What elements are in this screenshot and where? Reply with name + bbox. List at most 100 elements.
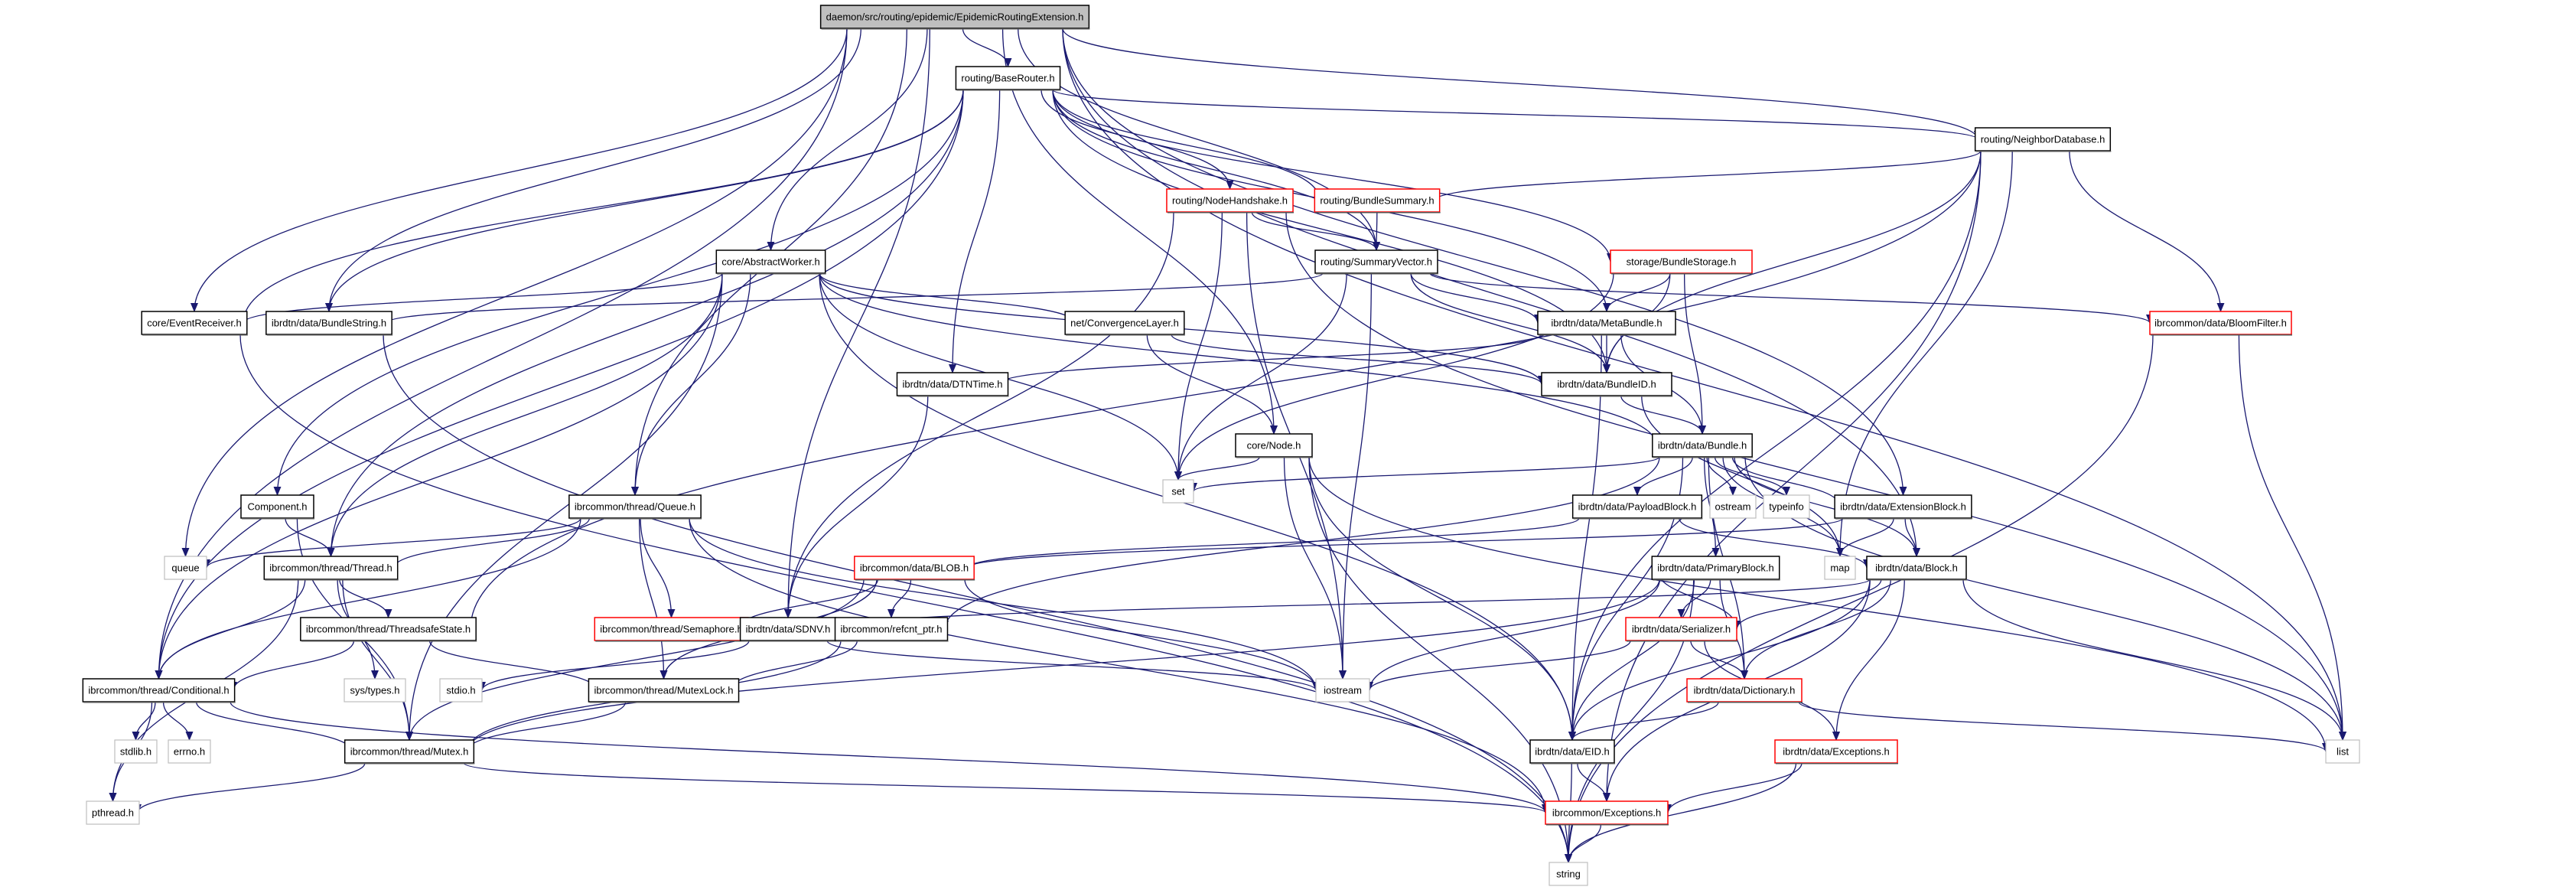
node-shadow — [142, 334, 248, 336]
edge-node-to-string — [1308, 456, 1572, 863]
node-shadow — [1316, 273, 1438, 275]
edge-bundlesummary-to-summaryvector — [1373, 211, 1381, 251]
edge-thread-to-conditional — [155, 579, 306, 680]
node-abstractworker[interactable]: core/AbstractWorker.h — [715, 249, 826, 275]
node-dtnexceptions[interactable]: ibrdtn/data/Exceptions.h — [1774, 739, 1898, 764]
edge-conditional-to-errno — [162, 701, 194, 741]
node-box — [344, 678, 406, 703]
node-eventreceiver[interactable]: core/EventReceiver.h — [141, 311, 248, 336]
node-payloadblock[interactable]: ibrdtn/data/PayloadBlock.h — [1571, 494, 1703, 520]
node-box — [854, 556, 975, 580]
edge-root-to-queue — [181, 28, 848, 557]
edge-root-to-node — [1001, 28, 1278, 435]
node-serializer[interactable]: ibrdtn/data/Serializer.h — [1625, 617, 1737, 642]
node-sdnv[interactable]: ibrdtn/data/SDNV.h — [739, 617, 837, 642]
edge-root-to-eventreceiver — [191, 28, 848, 312]
node-box — [82, 678, 236, 703]
node-label: ibrcommon/thread/Queue.h — [575, 501, 695, 513]
node-label: ibrcommon/data/BloomFilter.h — [2154, 318, 2287, 329]
edge-primaryblock-to-iostream — [1366, 579, 1661, 691]
node-shadow — [595, 641, 749, 642]
edge-bundle-to-refcnt — [941, 456, 1660, 630]
node-baserouter[interactable]: routing/BaseRouter.h — [955, 66, 1061, 91]
node-convergencelayer[interactable]: net/ConvergenceLayer.h — [1064, 311, 1185, 336]
node-map: map — [1824, 556, 1856, 580]
edge-abstractworker-to-convergencelayer — [819, 272, 1079, 324]
node-mutex[interactable]: ibrcommon/thread/Mutex.h — [344, 739, 475, 764]
node-box — [1541, 372, 1672, 396]
node-metabundle[interactable]: ibrdtn/data/MetaBundle.h — [1537, 311, 1676, 336]
node-label: ibrdtn/data/PrimaryBlock.h — [1657, 562, 1773, 574]
node-bundlesummary[interactable]: routing/BundleSummary.h — [1314, 188, 1441, 214]
node-bundlestorage[interactable]: storage/BundleStorage.h — [1610, 249, 1753, 275]
edge-summaryvector-to-metabundle — [1410, 272, 1542, 324]
node-bundlestring[interactable]: ibrdtn/data/BundleString.h — [265, 311, 393, 336]
edge-primaryblock-to-eid — [1568, 579, 1695, 741]
node-box — [1064, 311, 1185, 335]
edge-node-to-eid — [1308, 456, 1576, 741]
node-bundleid[interactable]: ibrdtn/data/BundleID.h — [1541, 372, 1672, 397]
edge-abstractworker-to-thread — [327, 272, 723, 557]
node-mutexlock[interactable]: ibrcommon/thread/MutexLock.h — [588, 678, 740, 703]
node-label: routing/SummaryVector.h — [1321, 256, 1432, 268]
node-shadow — [1627, 641, 1737, 642]
edge-root-to-baserouter — [962, 28, 1012, 67]
node-node[interactable]: core/Node.h — [1235, 433, 1313, 458]
node-bloomfilter[interactable]: ibrcommon/data/BloomFilter.h — [2149, 311, 2292, 336]
node-shadow — [1236, 457, 1313, 458]
node-dictionary[interactable]: ibrdtn/data/Dictionary.h — [1686, 678, 1803, 703]
node-label: set — [1171, 486, 1185, 497]
node-block[interactable]: ibrdtn/data/Block.h — [1866, 556, 1967, 581]
node-refcnt[interactable]: ibrcommon/refcnt_ptr.h — [834, 617, 949, 642]
node-bundle[interactable]: ibrdtn/data/Bundle.h — [1652, 433, 1754, 458]
node-label: ibrcommon/Exceptions.h — [1552, 807, 1661, 819]
edge-root-to-sdnv — [784, 28, 930, 618]
edge-abstractworker-to-eid — [819, 272, 1576, 741]
node-nodehandshake[interactable]: routing/NodeHandshake.h — [1166, 188, 1295, 214]
edge-root-to-conditional — [155, 28, 848, 680]
node-commonexceptions[interactable]: ibrcommon/Exceptions.h — [1545, 800, 1669, 826]
node-conditional[interactable]: ibrcommon/thread/Conditional.h — [82, 678, 236, 703]
node-component[interactable]: Component.h — [240, 494, 314, 520]
edge-bundleid-to-bundle — [1620, 395, 1706, 435]
node-blob[interactable]: ibrcommon/data/BLOB.h — [854, 556, 975, 581]
node-primaryblock[interactable]: ibrdtn/data/PrimaryBlock.h — [1651, 556, 1780, 581]
node-label: net/ConvergenceLayer.h — [1070, 318, 1179, 329]
node-label: ostream — [1715, 501, 1751, 513]
edge-queueh-to-commonexceptions — [689, 517, 1549, 813]
node-box — [1549, 862, 1588, 886]
node-box — [439, 678, 483, 703]
node-eid[interactable]: ibrdtn/data/EID.h — [1529, 739, 1615, 764]
edge-nodehandshake-to-list — [1285, 211, 2346, 741]
node-label: ibrdtn/data/EID.h — [1535, 746, 1610, 758]
node-thread[interactable]: ibrcommon/thread/Thread.h — [263, 556, 399, 581]
node-semaphore[interactable]: ibrcommon/thread/Semaphore.h — [594, 617, 749, 642]
edge-block-to-list — [1962, 579, 2346, 741]
edge-queueh-to-conditional — [155, 517, 581, 680]
node-box — [1162, 479, 1194, 504]
node-threadsafestate[interactable]: ibrcommon/thread/ThreadsafeState.h — [300, 617, 477, 642]
node-label: errno.h — [174, 746, 205, 758]
node-neighbordb[interactable]: routing/NeighborDatabase.h — [1974, 127, 2112, 152]
node-summaryvector[interactable]: routing/SummaryVector.h — [1314, 249, 1438, 275]
edge-payloadblock-to-block — [1679, 517, 1871, 569]
node-extensionblock[interactable]: ibrdtn/data/ExtensionBlock.h — [1834, 494, 1972, 520]
node-box — [715, 249, 826, 274]
edge-summaryvector-to-bundleid — [1410, 272, 1610, 373]
node-label: routing/NodeHandshake.h — [1172, 195, 1288, 207]
node-box — [1529, 739, 1615, 764]
node-dtntime[interactable]: ibrdtn/data/DTNTime.h — [896, 372, 1009, 397]
node-set: set — [1162, 479, 1194, 504]
node-label: string — [1556, 869, 1581, 880]
node-box — [1866, 556, 1967, 580]
node-errno: errno.h — [168, 739, 211, 764]
edge-blob-to-iostream — [964, 579, 1320, 691]
edge-extensionblock-to-blob — [964, 517, 1844, 569]
edge-convergencelayer-to-node — [1146, 334, 1278, 435]
node-root[interactable]: daemon/src/routing/epidemic/EpidemicRout… — [819, 5, 1090, 30]
node-shadow — [266, 334, 393, 336]
node-queueh[interactable]: ibrcommon/thread/Queue.h — [568, 494, 702, 520]
edge-root-to-extensionblock — [1062, 28, 1907, 496]
edges-layer — [109, 28, 2346, 863]
edge-node-to-list — [1308, 456, 2330, 752]
